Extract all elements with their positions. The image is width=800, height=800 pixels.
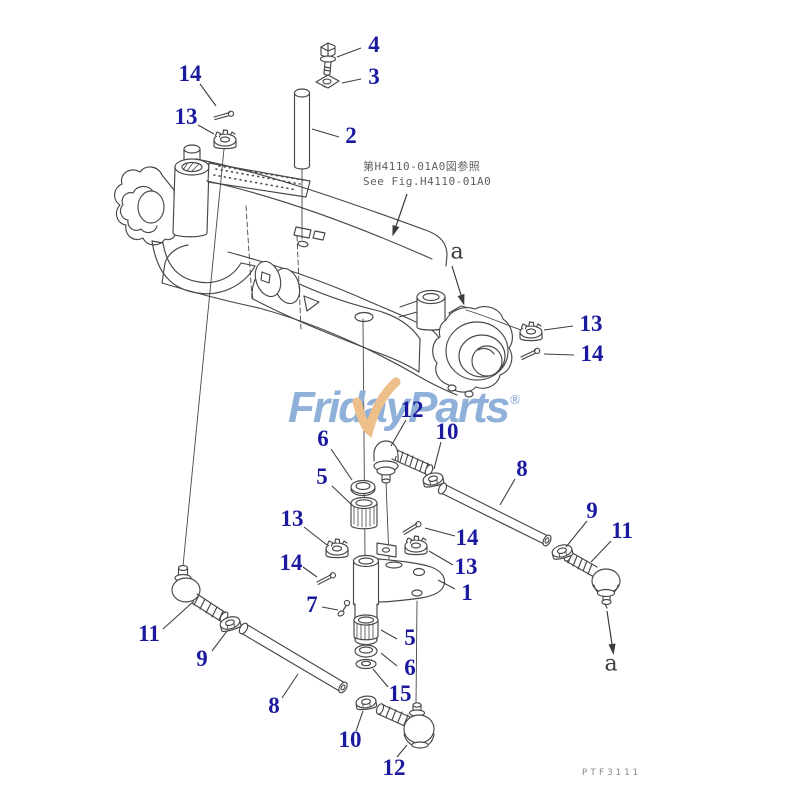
tie-rod-end-part-12-lower	[375, 702, 435, 749]
callout-label-4-0: 4	[368, 32, 380, 57]
drawing-code: PTF3111	[582, 768, 641, 778]
tie-rod-end-part-11-right	[563, 550, 621, 609]
callout-label-6-25: 6	[404, 655, 416, 680]
callout-label-13-5: 13	[579, 311, 603, 336]
pin-part-2	[293, 88, 311, 170]
cotter-pin-part-14-center-left	[315, 571, 337, 586]
seal-part-6-lower	[354, 644, 378, 658]
reference-note: 第H4110-01A0図参照 See Fig.H4110-01A0	[363, 159, 491, 189]
castle-nut-part-13-right	[519, 321, 543, 342]
callout-label-11-20: 11	[138, 621, 160, 646]
callout-label-13-12: 13	[280, 506, 304, 531]
knuckle-bracket-part-1	[337, 542, 446, 646]
lock-plate-part-3	[315, 74, 340, 89]
cotter-pin-part-14-top-left	[213, 108, 235, 123]
callout-label-10-23: 10	[338, 727, 362, 752]
callout-label-8-11: 8	[516, 456, 528, 481]
castle-nut-part-13-center-right	[404, 535, 428, 556]
castle-nut-part-13-top-left	[213, 129, 237, 150]
callout-label-10-8: 10	[435, 419, 459, 444]
callout-label-12-27: 12	[382, 755, 406, 780]
tie-rod-end-part-12-upper	[373, 440, 434, 484]
callout-label-14-3: 14	[178, 61, 202, 86]
callout-label-9-21: 9	[196, 646, 208, 671]
bearing-part-5-upper	[350, 496, 378, 530]
callout-label-5-10: 5	[316, 464, 328, 489]
callout-label-15-26: 15	[388, 681, 412, 706]
bearing-part-5-lower	[353, 614, 379, 641]
callout-label-2-2: 2	[345, 123, 357, 148]
callout-label-3-1: 3	[368, 64, 380, 89]
hex-nut-part-10-lower	[354, 694, 378, 712]
reference-note-line1: 第H4110-01A0図参照	[363, 160, 481, 173]
castle-nut-part-13-center-left	[325, 538, 349, 559]
callout-label-14-13: 14	[279, 550, 303, 575]
callout-label-6-9: 6	[317, 426, 329, 451]
tie-rod-end-part-11-left	[171, 564, 229, 623]
callout-label-1-17: 1	[461, 580, 473, 605]
callout-label-14-6: 14	[580, 341, 604, 366]
callout-label-13-16: 13	[454, 554, 478, 579]
view-marker-a-bottom: a	[604, 651, 618, 677]
bolt-part-4	[319, 42, 337, 76]
left-knuckle-drawing	[114, 144, 311, 295]
callout-label-14-15: 14	[455, 525, 479, 550]
hex-nut-part-9-right	[550, 542, 575, 562]
cotter-pin-part-14-right	[519, 347, 541, 361]
hex-nut-part-10-upper	[421, 470, 445, 489]
callout-label-9-18: 9	[586, 498, 598, 523]
washer-part-15	[355, 658, 377, 670]
view-marker-a-top: a	[450, 239, 464, 265]
seal-part-6-upper	[350, 479, 376, 497]
callout-label-7-14: 7	[306, 592, 318, 617]
grease-fitting-part-7	[343, 599, 351, 607]
callout-label-11-19: 11	[611, 518, 633, 543]
axle-beam-drawing	[161, 158, 458, 396]
reference-note-line2: See Fig.H4110-01A0	[363, 175, 492, 188]
hex-nut-part-9-left	[218, 614, 243, 634]
callout-label-5-24: 5	[404, 625, 416, 650]
watermark-check-icon	[352, 377, 401, 438]
callout-label-8-22: 8	[268, 693, 280, 718]
registered-mark: ®	[510, 392, 520, 407]
callout-label-12-7: 12	[400, 397, 424, 422]
cotter-pin-part-14-center-right	[401, 520, 423, 536]
tie-rod-tube-part-8-left	[238, 622, 348, 694]
callout-label-13-4: 13	[174, 104, 198, 129]
tie-rod-tube-part-8-right	[437, 482, 552, 547]
